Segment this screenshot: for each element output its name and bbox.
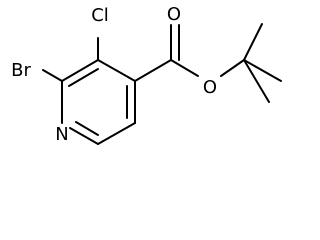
bond-tbu-methyl-right	[243, 59, 282, 82]
bond-c3-c4	[97, 59, 136, 82]
bond-c6-n1	[69, 127, 99, 145]
structure-diagram: Br Cl N O O	[11, 4, 282, 145]
bond-tbu-methyl-top	[243, 23, 263, 61]
bond-carbonyl-ester-o	[170, 59, 199, 77]
bond-c2-c3-inner	[68, 68, 99, 87]
bond-c2-c3	[61, 59, 99, 82]
atom-label-carbonyl-oxygen: O	[167, 4, 181, 25]
atom-label-chlorine: Cl	[91, 5, 109, 26]
atom-label-ester-oxygen: O	[203, 77, 217, 98]
bond-c5-c6	[97, 122, 136, 145]
atom-label-bromine: Br	[11, 60, 31, 81]
bond-c4-carbonyl	[134, 59, 172, 82]
molecule-drawing: Br Cl N O O	[11, 4, 282, 145]
bond-c2-br	[42, 69, 63, 82]
bond-tbu-methyl-bottom	[243, 59, 270, 103]
atom-label-nitrogen: N	[55, 124, 68, 145]
bond-ester-o-tbu	[220, 59, 245, 77]
bond-c6-n1-inner	[75, 121, 99, 136]
